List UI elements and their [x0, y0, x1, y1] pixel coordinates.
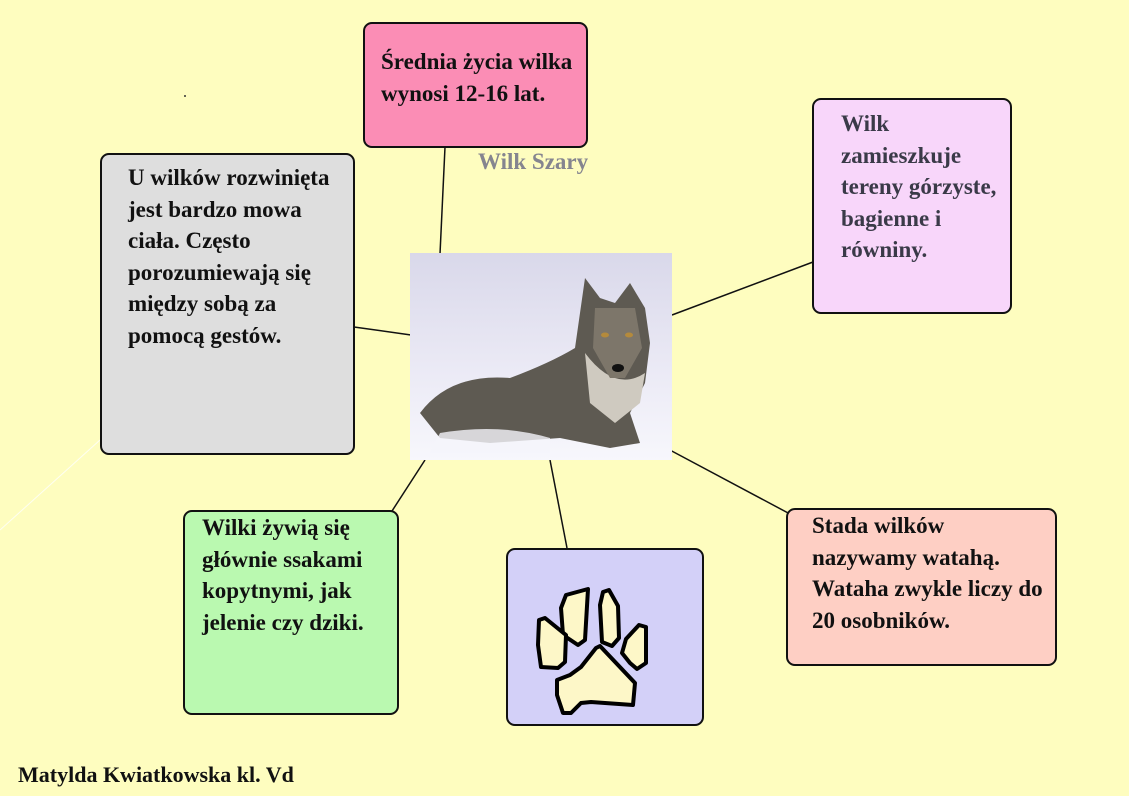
wolf-photo — [410, 253, 672, 460]
pack-text: Stada wilków nazywamy watahą. Wataha zwy… — [812, 513, 1043, 633]
diet-text: Wilki żywią się głównie ssakami kopytnym… — [202, 515, 364, 635]
connector-diet — [391, 459, 426, 512]
pack-box: Stada wilków nazywamy watahą. Wataha zwy… — [786, 508, 1057, 666]
page-title: Wilk Szary — [478, 149, 589, 174]
connector-lifespan — [439, 146, 446, 255]
connector-habitat — [671, 261, 814, 316]
body-language-box: U wilków rozwinięta jest bardzo mowa cia… — [100, 153, 355, 455]
connector-body-language — [353, 326, 412, 336]
paw-print-icon — [536, 587, 648, 715]
paw-box — [506, 548, 704, 726]
habitat-box: Wilk zamieszkuje tereny górzyste, bagien… — [812, 98, 1012, 314]
lifespan-text: Średnia życia wilka wynosi 12-16 lat. — [381, 49, 573, 106]
body-language-text: U wilków rozwinięta jest bardzo mowa cia… — [128, 165, 330, 348]
diet-box: Wilki żywią się głównie ssakami kopytnym… — [183, 510, 399, 715]
author-name: Matylda Kwiatkowska kl. Vd — [18, 762, 294, 787]
connector-pack — [667, 448, 791, 515]
habitat-text: Wilk zamieszkuje tereny górzyste, bagien… — [841, 111, 997, 262]
lifespan-box: Średnia życia wilka wynosi 12-16 lat. — [363, 22, 588, 148]
connector-paw — [549, 459, 568, 549]
